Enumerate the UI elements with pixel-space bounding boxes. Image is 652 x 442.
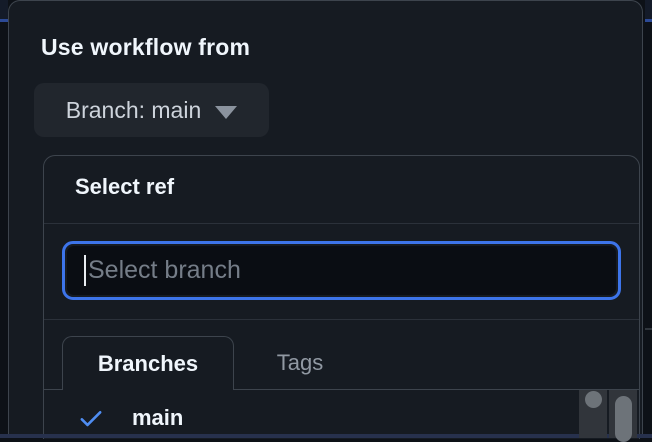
page-behind-blue-accent xyxy=(0,19,8,22)
panel-scrollbar[interactable] xyxy=(609,390,637,442)
list-item-main[interactable]: main xyxy=(44,396,639,440)
page-behind-strip xyxy=(645,0,652,19)
bottom-accent-strip xyxy=(0,434,652,438)
divider xyxy=(44,223,639,224)
tab-bar-border xyxy=(44,389,639,390)
ref-search-input-box xyxy=(67,246,616,295)
branch-dropdown-label: Branch: main xyxy=(65,96,202,123)
text-cursor xyxy=(84,255,86,286)
list-scrollbar[interactable] xyxy=(579,390,607,438)
ref-search-input[interactable] xyxy=(67,246,616,295)
page-behind-divider xyxy=(645,328,652,330)
tab-branches[interactable]: Branches xyxy=(62,336,234,390)
check-icon xyxy=(80,411,102,427)
list-scrollbar-thumb[interactable] xyxy=(585,391,602,408)
ref-search-field xyxy=(62,241,621,300)
page-behind-strip xyxy=(0,0,8,19)
workflow-dispatch-popover: Use workflow from Branch: main Select re… xyxy=(8,0,643,439)
branch-dropdown-button[interactable]: Branch: main xyxy=(34,83,269,137)
use-workflow-from-title: Use workflow from xyxy=(41,34,251,60)
tab-branches-label: Branches xyxy=(97,350,199,376)
ref-selector-panel: Select ref Branches Tags main xyxy=(43,155,640,439)
select-ref-title: Select ref xyxy=(75,174,175,199)
list-item-label: main xyxy=(132,405,184,430)
panel-scrollbar-thumb[interactable] xyxy=(615,396,632,442)
triangle-down-icon xyxy=(215,105,238,119)
page-behind-blue-accent xyxy=(645,19,652,22)
tab-tags-label: Tags xyxy=(276,350,324,375)
divider xyxy=(44,319,639,320)
tab-tags[interactable]: Tags xyxy=(248,337,352,389)
